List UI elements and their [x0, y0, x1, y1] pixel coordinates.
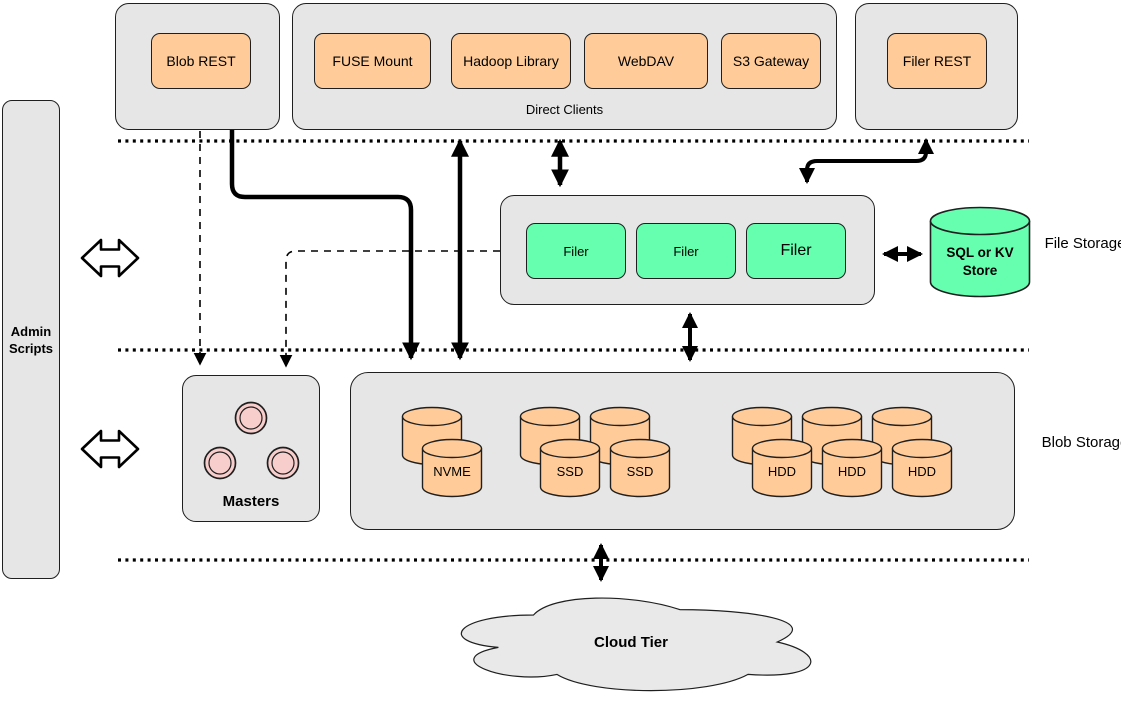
hdd-cylinder-icon: HDD [891, 438, 953, 498]
blob-rest-group: Blob REST [115, 3, 280, 130]
hdd-cylinder-icon: HDD [751, 438, 813, 498]
nvme-label: NVME [433, 464, 471, 479]
filer-node-2: Filer [636, 223, 736, 279]
filer-rest-group: Filer REST [855, 3, 1018, 130]
filer-cluster-group: Filer Filer Filer [500, 195, 875, 305]
cloud-tier-label: Cloud Tier [594, 633, 668, 651]
filer-node-3: Filer [746, 223, 846, 279]
ssd-cylinder-icon: SSD [609, 438, 671, 498]
sql-kv-store-label: SQL or KV Store [946, 245, 1014, 278]
direct-clients-group: FUSE Mount Hadoop Library WebDAV S3 Gate… [292, 3, 837, 130]
s3-gateway-node: S3 Gateway [721, 33, 821, 89]
master-node-icon [234, 401, 268, 435]
direct-clients-caption: Direct Clients [525, 102, 604, 117]
blob-storage-layer-label: Blob Storage [1041, 434, 1121, 451]
admin-double-arrow-file-storage-icon [80, 238, 140, 278]
ssd-label: SSD [556, 464, 584, 479]
filer-node-1: Filer [526, 223, 626, 279]
admin-scripts-label: Admin Scripts [8, 323, 54, 356]
arrow-filer-rest-to-filers [799, 138, 934, 184]
hdd-label: HDD [907, 464, 937, 479]
webdav-node: WebDAV [584, 33, 708, 89]
filer-rest-node: Filer REST [887, 33, 987, 89]
ssd-cylinder-back-icon [519, 406, 581, 466]
fuse-mount-node: FUSE Mount [314, 33, 431, 89]
nvme-cylinder-icon: NVME [421, 438, 483, 498]
master-node-icon [203, 446, 237, 480]
blob-rest-node: Blob REST [151, 33, 251, 89]
volume-servers-group: NVME SSD SSD [350, 372, 1015, 530]
sql-kv-store-node: SQL or KV Store [929, 206, 1031, 298]
hdd-label: HDD [767, 464, 797, 479]
ssd-cylinder-icon: SSD [539, 438, 601, 498]
database-cylinder-icon [929, 206, 1031, 298]
masters-group: Masters [182, 375, 320, 522]
masters-label: Masters [222, 493, 280, 510]
arrow-filer-to-masters [279, 250, 500, 368]
hadoop-library-node: Hadoop Library [451, 33, 571, 89]
master-nodes-icon [203, 401, 300, 480]
arrow-blob-rest-to-volumes [229, 130, 420, 361]
ssd-label: SSD [626, 464, 654, 479]
cloud-tier-node: Cloud Tier [436, 588, 826, 696]
file-storage-layer-label: File Storage [1044, 235, 1121, 252]
hdd-cylinder-icon: HDD [821, 438, 883, 498]
cloud-shape-icon [436, 588, 826, 696]
master-node-icon [266, 446, 300, 480]
admin-double-arrow-blob-storage-icon [80, 429, 140, 469]
hdd-label: HDD [837, 464, 867, 479]
admin-scripts-bar: Admin Scripts [2, 100, 60, 579]
